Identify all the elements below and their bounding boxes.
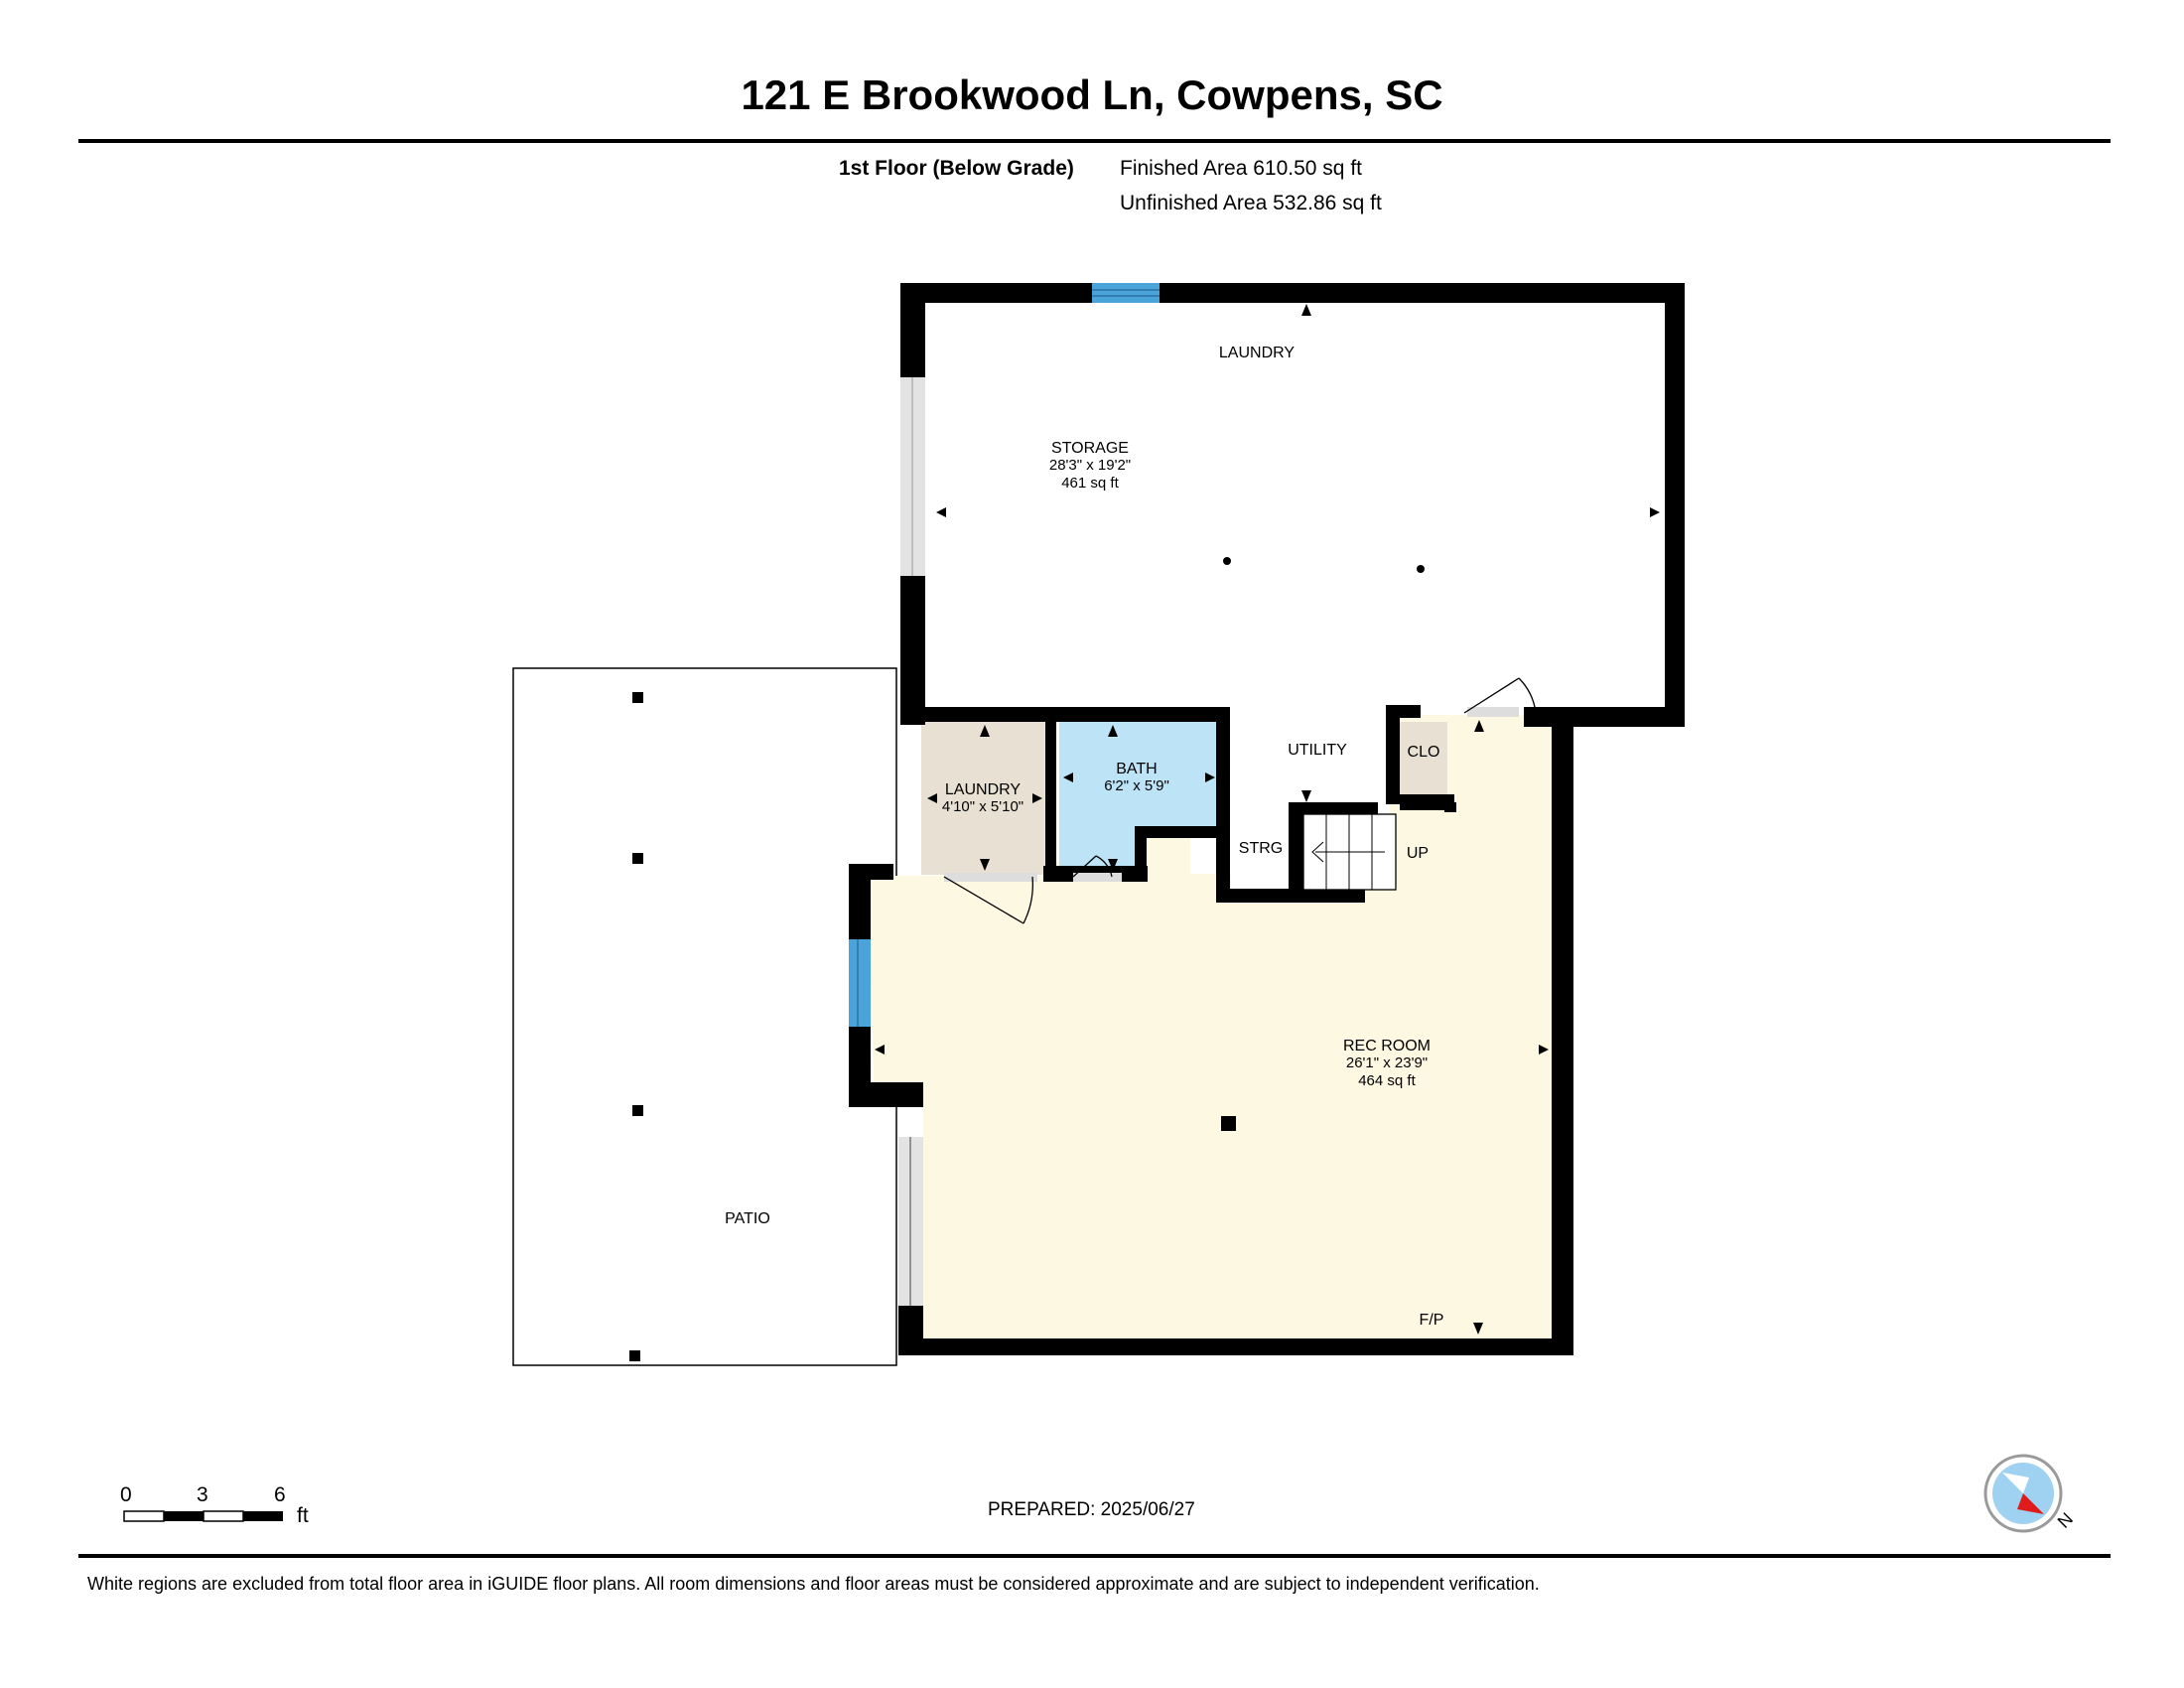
laundry-area-label: LAUNDRY [1219,345,1296,361]
column-post [1417,565,1425,573]
laundry-name: LAUNDRY [945,781,1022,798]
unfinished-area: Unfinished Area 532.86 sq ft [1120,192,1382,214]
door-openings [898,377,1519,1306]
laundry-floor [921,722,1049,875]
scale-unit-label: ft [297,1504,309,1527]
bath-floor [1059,722,1219,875]
compass-icon [1983,1454,2063,1533]
fireplace-label: F/P [1420,1312,1444,1329]
storage-dims: 28'3" x 19'2" [1049,457,1131,474]
scale-tick-label: 0 [120,1483,132,1506]
stairs-up-label: UP [1407,845,1429,862]
patio-post [629,1350,640,1361]
page-title: 121 E Brookwood Ln, Cowpens, SC [741,71,1443,118]
header-divider [78,139,2111,143]
utility-label: UTILITY [1288,742,1347,759]
laundry-dims: 4'10" x 5'10" [942,798,1024,815]
scale-bar [123,1510,283,1522]
bath-dims: 6'2" x 5'9" [1104,777,1169,794]
patio-post [632,853,643,864]
column-post [1221,1116,1236,1131]
stairs [1302,813,1397,891]
patio-post [632,1105,643,1116]
storage-area: 461 sq ft [1061,475,1119,492]
prepared-date: PREPARED: 2025/06/27 [988,1499,1195,1520]
closet-label: CLO [1408,744,1440,761]
windows [849,283,1160,1027]
finished-area: Finished Area 610.50 sq ft [1120,157,1362,180]
strg-label: STRG [1239,840,1283,857]
closet-floor [1400,722,1447,802]
floor-name: 1st Floor (Below Grade) [839,157,1074,180]
rec-room-area: 464 sq ft [1358,1072,1416,1089]
column-post [1223,557,1231,565]
rec-room-dims: 26'1" x 23'9" [1346,1055,1428,1071]
disclaimer: White regions are excluded from total fl… [87,1574,1540,1594]
rec-room-name: REC ROOM [1343,1038,1431,1055]
bath-name: BATH [1116,761,1157,777]
dimension-arrows [875,304,1660,1335]
footer-divider [78,1554,2111,1558]
scale-tick-label: 3 [197,1483,208,1506]
door-swings [943,677,1537,924]
storage-name: STORAGE [1051,440,1129,457]
patio-outline [512,667,897,1366]
patio-label: PATIO [725,1210,770,1227]
patio-post [632,692,643,703]
scale-tick-label: 6 [274,1483,286,1506]
